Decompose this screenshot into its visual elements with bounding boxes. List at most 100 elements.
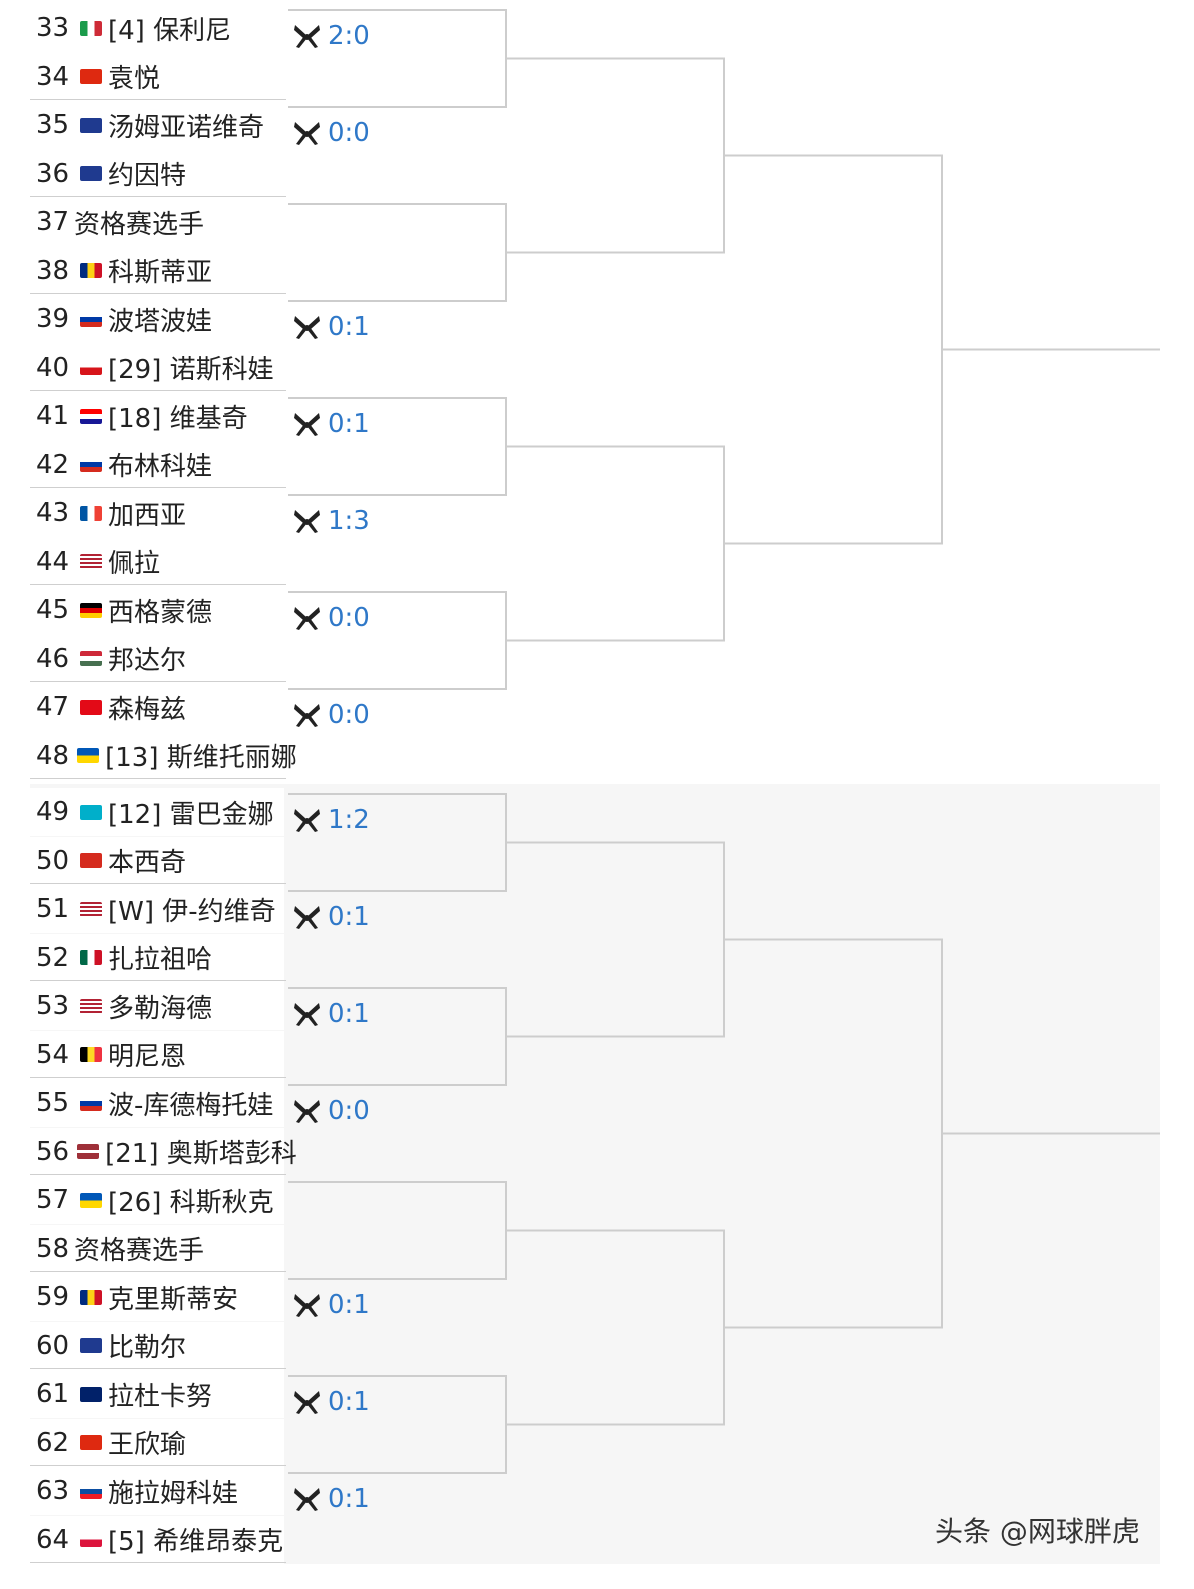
head-to-head-score[interactable]: 0:0 [292,699,370,731]
mexico-flag-icon [80,950,102,965]
head-to-head-score[interactable]: 0:1 [292,1289,370,1321]
bracket-connector [506,841,725,1038]
ukraine-flag-icon [77,748,100,763]
czech-flag-icon [80,360,102,375]
head-to-head-score[interactable]: 1:3 [292,505,370,537]
crossed-rackets-icon [294,1391,320,1414]
draw-position: 36 [36,158,70,189]
player-row[interactable]: 41[18] 维基奇 [30,392,284,440]
player-name: 波塔波娃 [108,306,213,337]
draw-position: 34 [36,61,70,92]
switzerland-flag-icon [80,853,102,868]
draw-position: 51 [36,894,70,924]
draw-position: 42 [36,449,70,480]
crossed-rackets-icon [294,1100,320,1123]
australia-flag-icon [80,117,102,133]
player-name: [4] 保利尼 [108,15,232,46]
match-divider [30,681,286,682]
russia-flag-icon [80,311,102,327]
head-to-head-score[interactable]: 0:0 [292,1095,370,1127]
head-to-head-score[interactable]: 0:1 [292,1386,370,1418]
match-divider [30,99,286,100]
italy-flag-icon [80,20,102,36]
crossed-rackets-icon [294,1003,320,1026]
score-text: 2:0 [328,21,370,51]
player-row[interactable]: 48[13] 斯维托丽娜 [30,731,297,780]
player-name: 克里斯蒂安 [108,1284,239,1315]
player-row[interactable]: 50 本西奇 [30,836,284,885]
player-row[interactable]: 64[5] 希维昂泰克 [30,1515,284,1564]
match-divider [30,293,286,294]
bracket-connector [724,938,943,1329]
head-to-head-score[interactable]: 0:0 [292,602,370,634]
watermark: 头条 @网球胖虎 [935,1515,1140,1548]
belgium-flag-icon [80,1047,102,1062]
head-to-head-score[interactable]: 2:0 [292,20,370,52]
head-to-head-score[interactable]: 0:1 [292,408,370,440]
draw-position: 58 [36,1233,70,1264]
head-to-head-score[interactable]: 0:1 [292,998,370,1030]
germany-flag-icon [80,602,102,618]
head-to-head-score[interactable]: 0:1 [292,311,370,343]
player-row[interactable]: 57[26] 科斯秋克 [30,1176,284,1224]
player-row[interactable]: 33[4] 保利尼 [30,4,284,52]
player-name: 本西奇 [108,848,187,878]
head-to-head-score[interactable]: 0:1 [292,1483,370,1515]
crossed-rackets-icon [294,809,320,832]
draw-position: 49 [36,797,70,827]
slovakia-flag-icon [80,1483,102,1499]
draw-position: 52 [36,942,70,973]
player-row[interactable]: 56[21] 奥斯塔彭科 [30,1127,297,1176]
draw-position: 50 [36,845,70,876]
player-name: [13] 斯维托丽娜 [105,743,297,773]
match-divider [30,1562,286,1563]
player-row[interactable]: 49[12] 雷巴金娜 [30,788,284,836]
head-to-head-score[interactable]: 0:1 [292,901,370,933]
draw-position: 53 [36,991,70,1021]
draw-position: 43 [36,498,70,528]
france-flag-icon [80,505,102,521]
draw-position: 40 [36,352,70,383]
head-to-head-score[interactable]: 1:2 [292,804,370,836]
kazakhstan-flag-icon [80,804,102,820]
china-flag-icon [80,1435,102,1450]
bracket-connector [506,1229,725,1426]
player-name: 科斯蒂亚 [108,258,213,288]
player-row[interactable]: 40[29] 诺斯科娃 [30,343,284,392]
crossed-rackets-icon [294,413,320,436]
bracket-connector [506,57,725,254]
score-text: 0:0 [328,700,370,730]
player-row[interactable]: 51[W] 伊-约维奇 [30,885,284,933]
player-name: 汤姆亚诺维奇 [108,112,265,143]
player-name: 王欣瑜 [108,1430,187,1460]
player-name: 邦达尔 [108,646,187,676]
crossed-rackets-icon [294,25,320,48]
head-to-head-score[interactable]: 0:0 [292,117,370,149]
russia-flag-icon [80,1095,102,1111]
player-name: 西格蒙德 [108,597,213,628]
romania-flag-icon [80,1289,102,1305]
